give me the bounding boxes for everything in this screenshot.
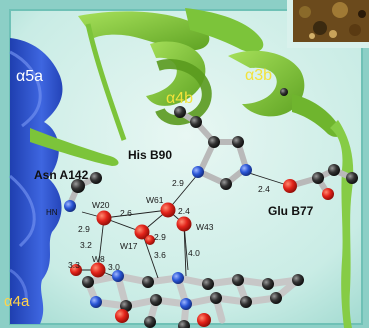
atom-carbon	[240, 296, 252, 308]
atom-carbon	[142, 276, 154, 288]
helix-label-a5a: α5a	[16, 68, 43, 85]
atom-carbon	[346, 172, 358, 184]
distance-label: 2.6	[120, 208, 132, 218]
atom-oxygen	[197, 313, 211, 327]
atom-oxygen	[283, 179, 297, 193]
atom-nitrogen	[172, 272, 184, 284]
atom-carbon	[144, 316, 156, 328]
atom-carbon	[82, 276, 94, 288]
residue-label-asn: Asn A142	[34, 168, 89, 182]
atom-carbon	[280, 88, 288, 96]
atom-carbon	[220, 178, 232, 190]
water-label-w43: W43	[196, 222, 214, 232]
atom-carbon	[312, 172, 324, 184]
atom-carbon	[71, 179, 85, 193]
water-label-w20: W20	[92, 200, 110, 210]
water-label-w17: W17	[120, 241, 138, 251]
atom-oxygen	[70, 264, 82, 276]
atom-carbon	[210, 292, 222, 304]
atom-oxygen	[322, 188, 334, 200]
distance-label: 3.2	[80, 240, 92, 250]
atom-carbon	[178, 320, 190, 328]
atom-nitrogen	[64, 200, 76, 212]
atom-nitrogen	[180, 298, 192, 310]
atom-carbon	[232, 274, 244, 286]
atom-carbon	[90, 172, 102, 184]
water-w43	[176, 216, 192, 232]
atom-carbon	[208, 136, 220, 148]
distance-label: 2.9	[78, 224, 90, 234]
atom-nitrogen	[112, 270, 124, 282]
atom-nitrogen	[90, 296, 102, 308]
atom-carbon	[270, 292, 282, 304]
residue-label-glu: Glu B77	[268, 204, 314, 218]
distance-label: 2.4	[178, 206, 190, 216]
atom-carbon	[190, 116, 202, 128]
atom-carbon	[262, 278, 274, 290]
panel-background	[10, 10, 362, 324]
blue-helix-ribbon	[9, 38, 63, 324]
distance-label: 3.0	[108, 262, 120, 272]
atom-carbon	[292, 274, 304, 286]
atom-carbon	[150, 294, 162, 306]
water-w17	[134, 224, 150, 240]
atoms	[64, 88, 358, 328]
atom-oxygen	[145, 235, 155, 245]
atom-carbon	[232, 136, 244, 148]
water-w61	[160, 202, 176, 218]
helix-label-a4b: α4b	[166, 90, 193, 107]
water-label-w61: W61	[146, 195, 164, 205]
water-label-w8: W8	[92, 254, 105, 264]
water-w20	[96, 210, 112, 226]
atom-carbon	[120, 300, 132, 312]
inset-photo	[287, 0, 369, 48]
distance-label: 3.3	[68, 260, 80, 270]
distance-label: 4.0	[188, 248, 200, 258]
distance-label: 2.4	[258, 184, 270, 194]
atom-nitrogen	[240, 164, 252, 176]
atom-label-hn: HN	[46, 208, 58, 217]
green-helix-ribbon	[30, 8, 354, 328]
atom-carbon	[202, 278, 214, 290]
distance-label: 2.9	[172, 178, 184, 188]
helix-label-a3b: α3b	[245, 67, 272, 84]
atom-oxygen	[115, 309, 129, 323]
helix-label-a4a: α4a	[4, 293, 30, 310]
distance-label: 3.6	[154, 250, 166, 260]
atom-nitrogen	[192, 166, 204, 178]
distance-label: 2.9	[154, 232, 166, 242]
atom-carbon	[174, 106, 186, 118]
water-w8	[90, 262, 106, 278]
atom-carbon	[328, 164, 340, 176]
residue-label-his: His B90	[128, 148, 172, 162]
